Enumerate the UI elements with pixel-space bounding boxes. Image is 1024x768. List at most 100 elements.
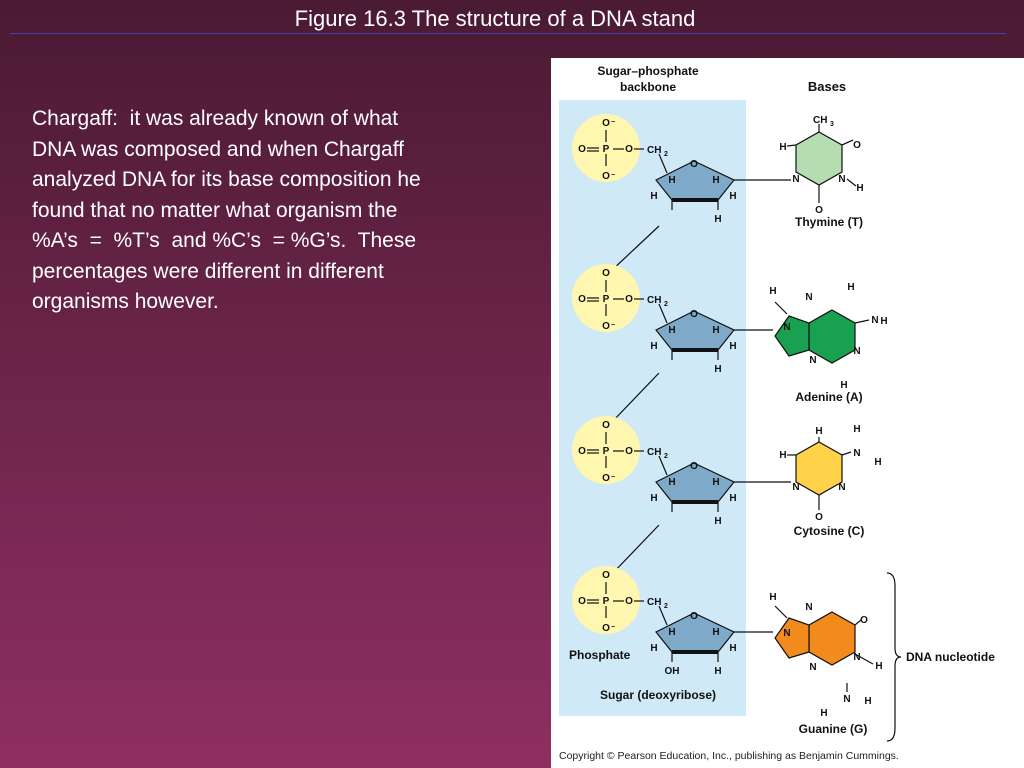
dna-nucleotide-label: DNA nucleotide [906,650,995,664]
atom-label: H [815,426,822,437]
atom-label: P [603,294,610,305]
atom-label: H [847,282,854,293]
phosphodiester-bond [610,225,660,272]
backbone-header: Sugar–phosphate [597,64,699,78]
atom-label: H [880,316,887,327]
atom-label: N [809,355,816,366]
atom-label: CH [647,447,661,458]
atom-label: O [815,512,823,523]
atom-label: − [611,119,615,126]
atom-label: H [729,191,736,202]
atom-label: O [602,321,610,332]
body-line: Chargaff: it was already known of what [32,107,399,130]
atom-label: H [714,214,721,225]
atom-label: O [625,294,633,305]
atom-label: H [729,493,736,504]
atom-label: CH [647,597,661,608]
atom-label: O [578,446,586,457]
atom-label: H [853,424,860,435]
atom-label: N [783,628,790,639]
cytosine-base: N N N O H H H H Cytosine (C) [779,424,881,538]
atom-label: N [783,322,790,333]
atom-label: O [578,144,586,155]
base-bonds [774,124,874,692]
atom-label: CH [813,115,827,126]
atom-label: O [602,171,610,182]
atom-label: − [611,474,615,481]
cytosine-ring [795,441,843,496]
atom-label: H [668,175,675,186]
atom-label: H [650,341,657,352]
atom-label: N [853,346,860,357]
base-name: Adenine (A) [795,390,862,404]
atom-label: H [650,191,657,202]
atom-label: 2 [664,453,668,460]
atom-label: P [603,446,610,457]
atom-label: O [602,420,610,431]
atom-label: N [843,694,850,705]
nucleotide-bracket [886,572,902,742]
phosphodiester-bond [610,372,660,424]
atom-label: N [853,652,860,663]
atom-label: O [690,461,698,472]
atom-label: O [815,205,823,216]
atom-label: H [714,364,721,375]
atom-label: O [690,309,698,320]
atom-label: O [690,159,698,170]
atom-label: H [668,477,675,488]
atom-label: N [838,482,845,493]
atom-label: − [611,624,615,631]
atom-label: N [792,482,799,493]
base-name: Thymine (T) [795,215,863,229]
atom-label: H [779,450,786,461]
body-line: percentages were different in different [32,259,384,283]
body-line: %A’s = %T’s and %C’s = %G’s. These [32,229,417,252]
atom-label: H [712,175,719,186]
atom-label: N [853,448,860,459]
atom-label: N [805,602,812,613]
atom-label: N [838,174,845,185]
thymine-ring [795,131,843,186]
atom-label: O [578,294,586,305]
phosphate-group [572,416,640,484]
body-text: Chargaff: it was already known of what D… [32,104,532,318]
backbone-header: backbone [620,80,676,94]
atom-label: H [874,457,881,468]
atom-label: H [712,477,719,488]
atom-label: P [603,596,610,607]
atom-label: O [625,596,633,607]
deoxyribose-sugar [655,160,735,201]
thymine-base: N N O O H H CH 3 Thymine (T) [779,115,863,229]
phosphate-group [572,264,640,332]
atom-label: 3 [830,121,834,128]
atom-label: H [779,142,786,153]
phosphodiester-bond [610,524,660,576]
atom-label: 2 [664,301,668,308]
atom-label: H [856,183,863,194]
atom-label: H [712,627,719,638]
deoxyribose-sugar [655,462,735,503]
atom-label: O [602,473,610,484]
atom-label: H [820,708,827,719]
guanine-ring [808,611,856,666]
atom-label: O [625,446,633,457]
slide-title: Figure 16.3 The structure of a DNA stand [294,6,696,31]
atom-label: O [602,118,610,129]
atom-label: O [690,611,698,622]
atom-label: H [714,666,721,677]
atom-label: O [602,268,610,279]
atom-label: − [611,172,615,179]
atom-label: P [603,144,610,155]
atom-label: H [714,516,721,527]
atom-label: 2 [664,603,668,610]
atom-label: N [805,292,812,303]
atom-label: H [769,592,776,603]
body-line: analyzed DNA for its base composition he [32,168,421,191]
atom-label: H [729,341,736,352]
deoxyribose-sugar [655,310,735,351]
atom-label: H [769,286,776,297]
